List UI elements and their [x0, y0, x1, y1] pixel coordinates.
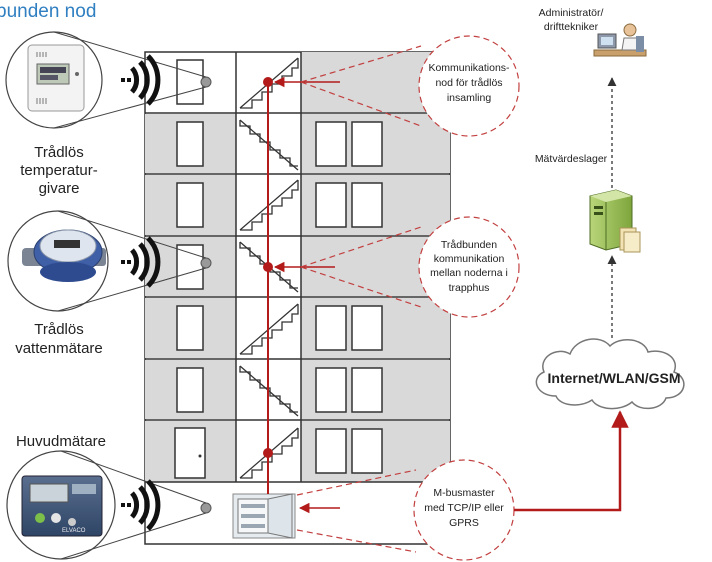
cloud-icon: Internet/WLAN/GSM: [535, 338, 685, 410]
wifi-waves-icon: [130, 54, 161, 531]
cloud-label: Internet/WLAN/GSM: [548, 370, 681, 386]
server-icon: [589, 189, 641, 253]
svg-text:trapphus: trapphus: [449, 282, 490, 294]
temperature-sensor: [5, 31, 207, 129]
building: [144, 51, 451, 545]
svg-text:kommunikation: kommunikation: [434, 253, 505, 265]
svg-text:GPRS: GPRS: [449, 517, 479, 529]
admin-label: Administratör/ drifttekniker: [539, 7, 604, 33]
svg-text:mellan noderna i: mellan noderna i: [430, 267, 508, 279]
mbus-master-cabinet: [232, 493, 296, 539]
svg-text:insamling: insamling: [447, 92, 492, 104]
callout-wired-comm: Trådbunden kommunikation mellan noderna …: [300, 216, 520, 318]
water-meter-label: Trådlös vattenmätare: [15, 321, 103, 357]
diagram-title: bunden nod: [0, 1, 96, 22]
svg-text:med TCP/IP eller: med TCP/IP eller: [424, 502, 504, 514]
svg-text:drifttekniker: drifttekniker: [544, 21, 599, 33]
mbus-uplink: [514, 410, 629, 512]
wired-bus: [263, 76, 340, 514]
svg-text:Trådlös: Trådlös: [34, 321, 83, 338]
left-windows: [174, 59, 206, 479]
callout-wireless-node: Kommunikations- nod för trådlös insamlin…: [300, 35, 520, 137]
svg-text:Trådlös: Trådlös: [34, 144, 83, 161]
right-windows: [315, 121, 383, 474]
main-meter-brand: ELVACO: [62, 528, 86, 534]
person-at-computer-icon: [593, 23, 647, 57]
storage-label: Mätvärdeslager: [535, 153, 608, 165]
main-meter: ELVACO: [6, 450, 207, 560]
svg-text:givare: givare: [39, 180, 80, 197]
svg-text:Administratör/: Administratör/: [539, 7, 604, 19]
svg-text:Trådbunden: Trådbunden: [441, 239, 497, 251]
svg-text:temperatur-: temperatur-: [20, 162, 98, 179]
wifi-dots: [121, 78, 131, 507]
temp-sensor-label: Trådlös temperatur- givare: [20, 144, 98, 197]
main-meter-label: Huvudmätare: [16, 433, 106, 450]
svg-text:vattenmätare: vattenmätare: [15, 340, 103, 357]
water-meter: [7, 210, 207, 312]
svg-text:M-busmaster: M-busmaster: [433, 487, 495, 499]
svg-text:nod för trådlös: nod för trådlös: [435, 77, 502, 89]
svg-text:Kommunikations-: Kommunikations-: [428, 62, 510, 74]
